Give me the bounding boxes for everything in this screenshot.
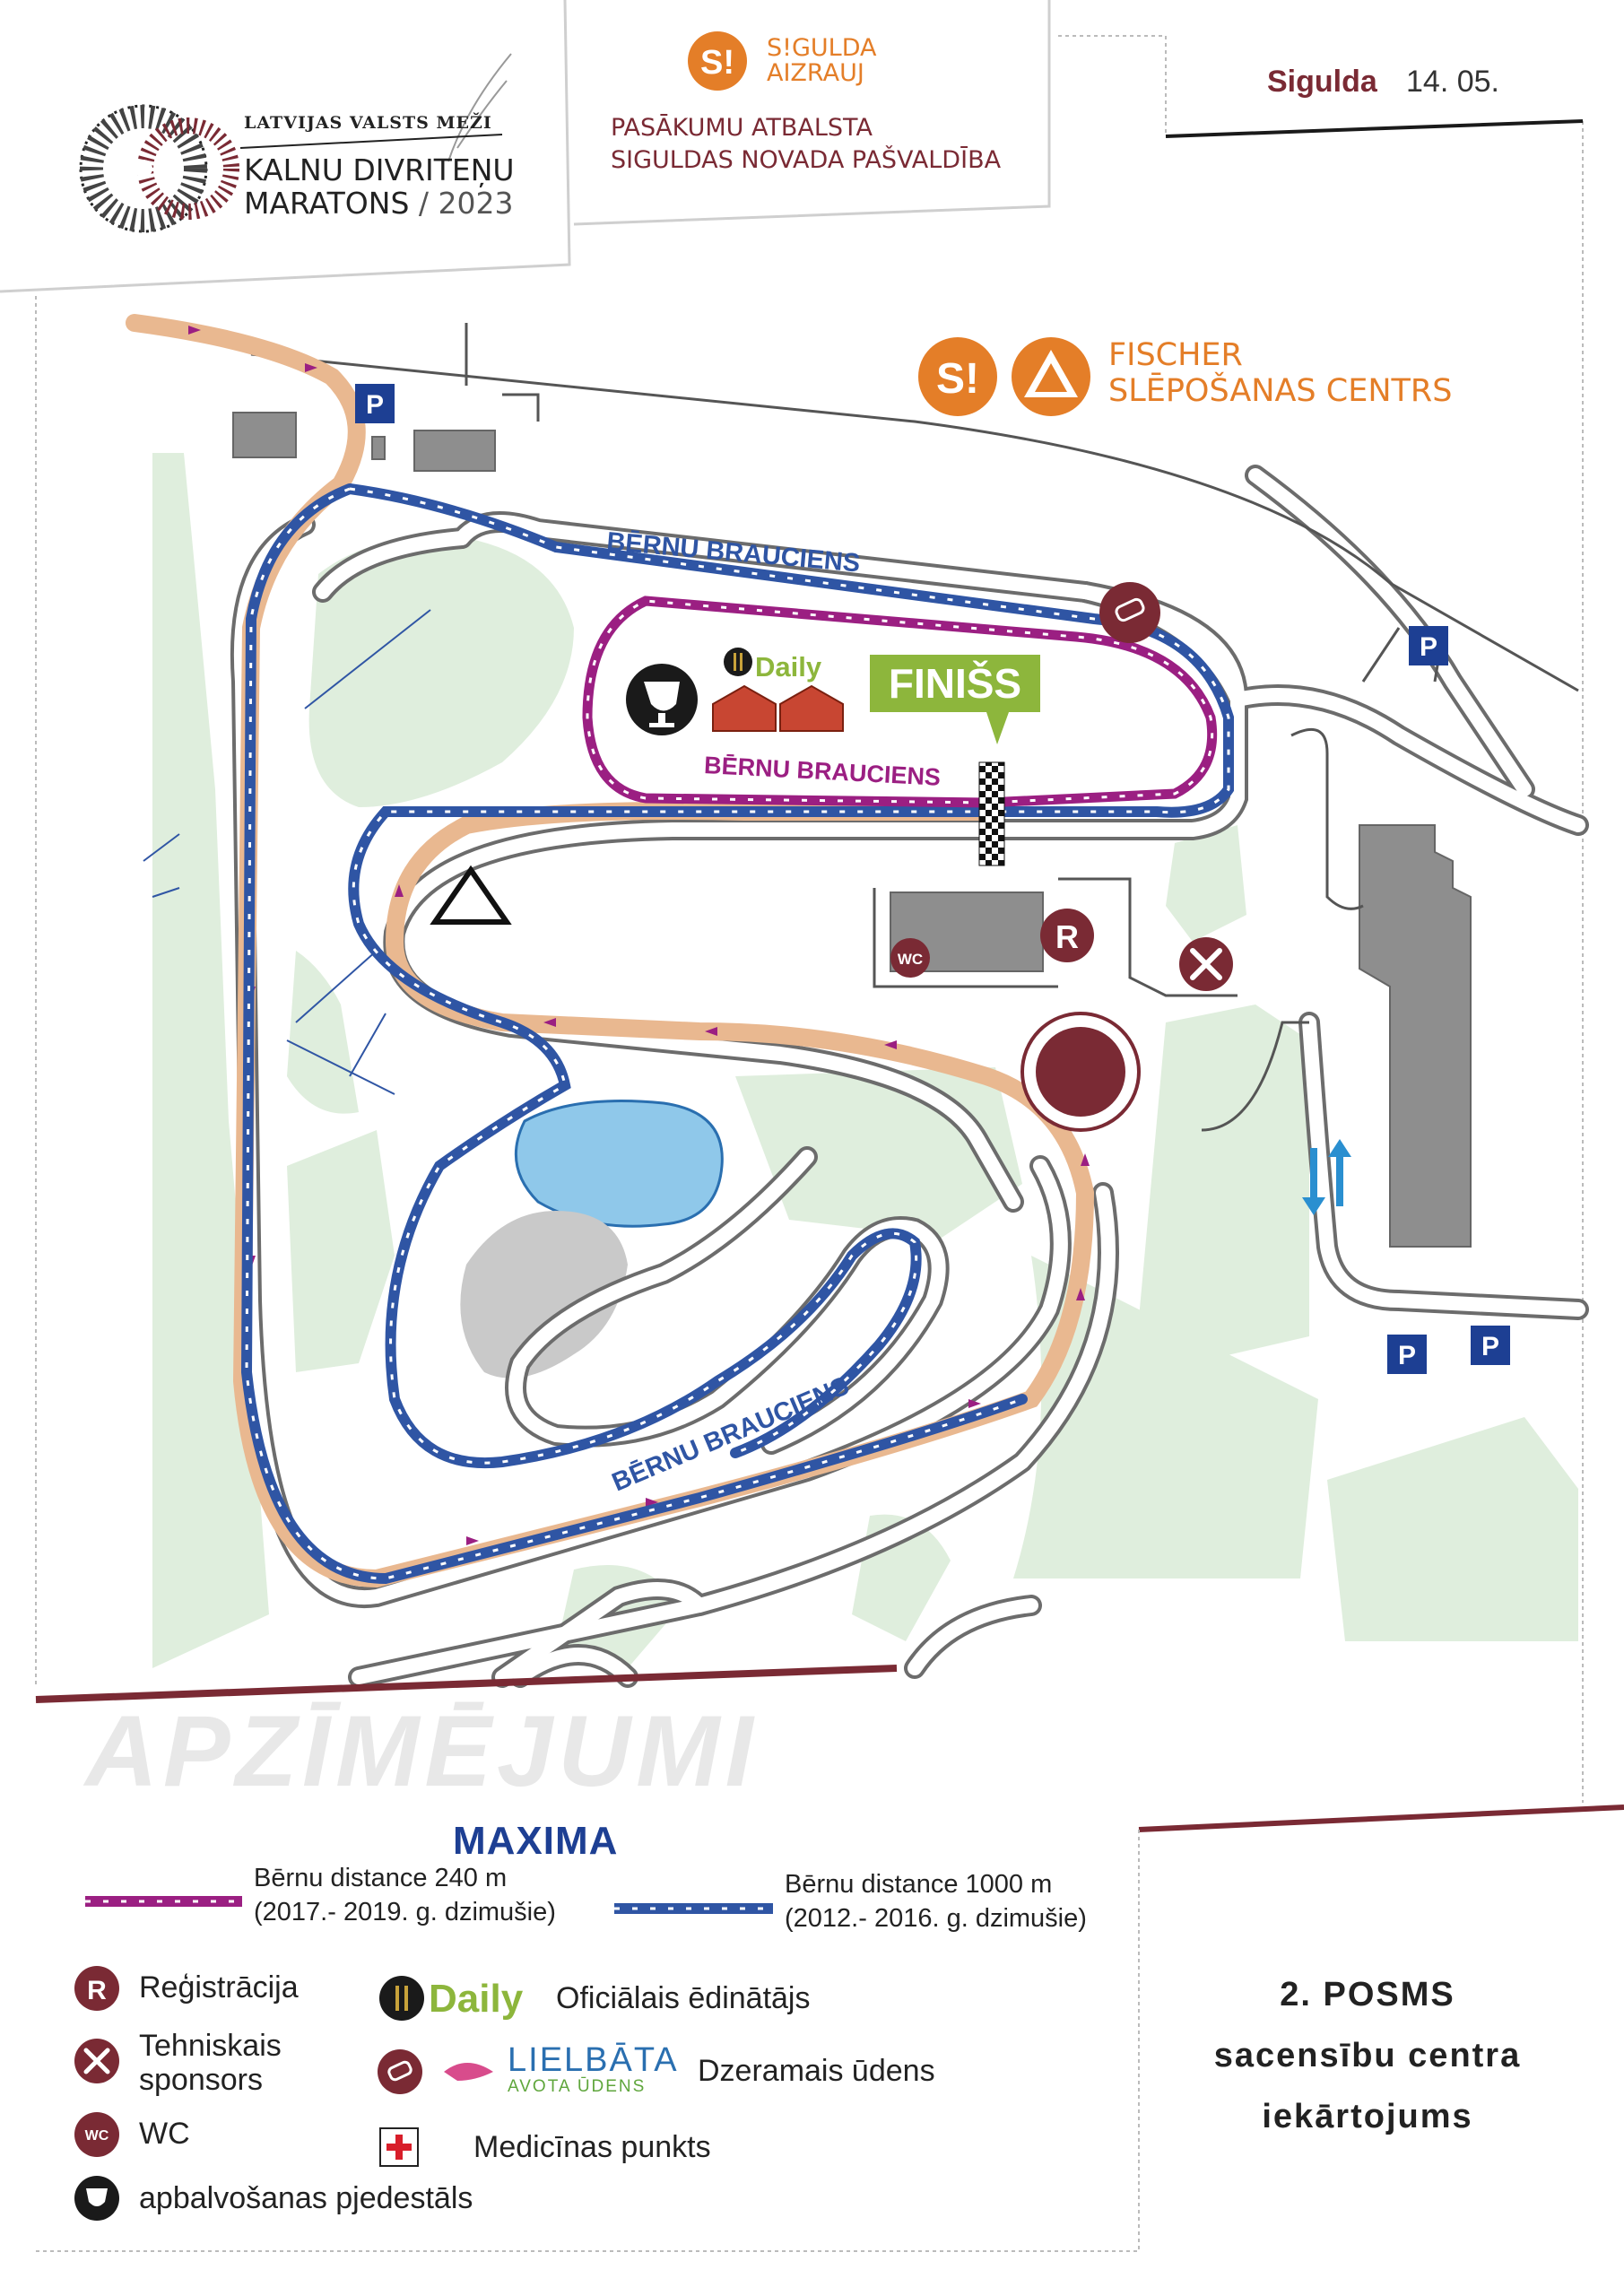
svg-text:WC: WC [85,2128,109,2144]
event-title-line1: KALNU DIVRITEŅU [244,152,515,187]
svg-text:R: R [87,1976,107,2005]
sigulda-logo: S! [688,31,747,91]
svg-text:S!: S! [936,355,979,403]
triangle-icon [430,865,512,925]
org-name: LATVIJAS VALSTS MEŽI [244,113,492,133]
checkered-flag-icon [978,761,1005,866]
water-bottle-icon [1099,582,1160,643]
venue-line2: SLĒPOŠANAS CENTRS [1108,373,1453,409]
svg-text:P: P [366,390,384,420]
lake [514,1100,724,1228]
venue-line1: FISCHER [1108,337,1243,373]
registration-icon: R [1040,909,1094,962]
fork-knife-icon [724,648,752,676]
support-text: PASĀKUMU ATBALSTA SIGULDAS NOVADA PAŠVAL… [611,112,1077,177]
water-brand: LIELBĀTA [508,2041,679,2079]
legend-water: Dzeramais ūdens [698,2054,935,2088]
route-240-line1: Bērnu distance 240 m [254,1864,508,1892]
fork-knife-icon [379,1976,424,2021]
legend-registration: Reģistrācija [139,1970,299,2005]
caterer-brand-map: Daily [755,651,822,683]
venue-name: FISCHER SLĒPOŠANAS CENTRS [1108,337,1485,409]
trophy-icon [626,664,698,735]
event-date: 14. 05. [1406,65,1499,99]
tech-sponsor-line1: Tehniskais [139,2029,282,2063]
sigulda-logo: S! [918,337,997,416]
svg-text:WC: WC [898,951,923,968]
caterer-brand-legend: Daily [429,1977,524,2021]
support-line1: PASĀKUMU ATBALSTA [611,114,873,142]
svg-text:P: P [1398,1341,1416,1370]
tent-icon [712,684,844,732]
finish-label: FINIŠS [888,660,1022,707]
lvm-logo [79,104,239,233]
legend-medical: Medicīnas punkts [473,2130,711,2164]
legend-caterer: Oficiālais ēdinātājs [556,1981,811,2015]
stage-line2: sacensību centra [1213,2037,1522,2074]
stage-line3: iekārtojums [1262,2098,1473,2135]
tools-icon [74,2039,119,2083]
legend-podium: apbalvošanas pjedestāls [139,2181,473,2215]
main-route [126,314,1095,1588]
event-title-line2: MARATONS / 2023 [244,186,514,221]
legend-route-240-label: Bērnu distance 240 m (2017.- 2019. g. dz… [254,1861,556,1929]
wc-icon: WC [74,2112,119,2157]
two-way-arrows-icon [1302,1139,1351,1215]
svg-text:P: P [1420,632,1437,662]
gravel-area [460,1211,628,1378]
legend-title: APZĪMĒJUMI [85,1695,759,1807]
route-1000-line1: Bērnu distance 1000 m [785,1870,1053,1899]
route-240-line2: (2017.- 2019. g. dzimušie) [254,1898,556,1926]
parking-icon: P P P P [355,384,1510,1374]
merrild-logo [1020,1012,1141,1132]
location: Sigulda [1267,65,1377,99]
stage-line1: 2. POSMS [1280,1976,1455,2013]
svg-text:S!: S! [700,44,734,82]
stage-title: 2. POSMS sacensību centra iekārtojums [1139,1964,1596,2147]
svg-text:P: P [1481,1332,1499,1361]
event-title-maratons: MARATONS [244,186,410,221]
svg-text:R: R [1055,918,1079,955]
event-year: / 2023 [409,186,514,221]
trophy-icon [74,2176,119,2221]
legend-wc: WC [139,2117,190,2151]
route-1000-line2: (2012.- 2016. g. dzimušie) [785,1904,1087,1933]
registration-icon: R [74,1966,119,2011]
support-line2: SIGULDAS NOVADA PAŠVALDĪBA [611,146,1002,174]
medical-cross-icon [379,2127,419,2167]
lielbata-bird-logo [444,2063,493,2081]
fischer-logo [1012,337,1090,416]
legend-route-1000-label: Bērnu distance 1000 m (2012.- 2016. g. d… [785,1867,1087,1935]
wc-icon: WC [890,938,930,978]
sponsor-logo: MAXIMA [453,1819,619,1863]
tools-icon [1179,937,1233,991]
water-brand-sub: AVOTA ŪDENS [508,2077,647,2096]
finish-sign [870,655,1040,744]
partner-name: S!GULDA AIZRAUJ [767,34,877,87]
legend-tech-sponsor: Tehniskais sponsors [139,2029,282,2097]
tech-sponsor-line2: sponsors [139,2063,263,2097]
route-240m [582,596,1218,808]
water-bottle-icon [378,2049,422,2094]
